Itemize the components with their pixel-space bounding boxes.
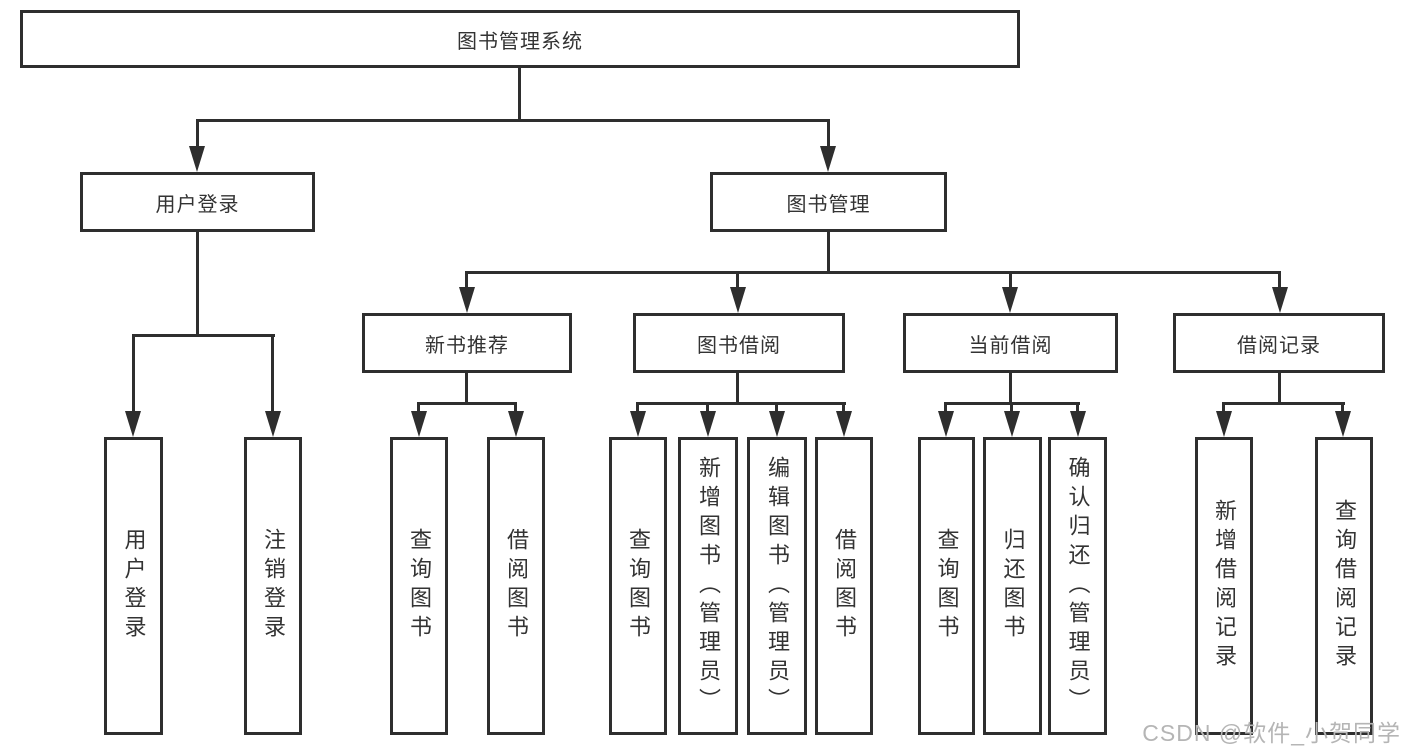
connector-bus-new-book [417,402,517,405]
connector-stem-new-book [465,373,468,403]
leaf-return-books: 归还图书 [983,437,1042,735]
leaf-logout: 注销登录 [244,437,302,735]
connector-drop-leaf [271,334,274,412]
arrowhead-icon [459,287,475,313]
arrowhead-icon [265,411,281,437]
arrowhead-icon [836,411,852,437]
connector-drop-leaf [775,402,778,412]
connector-drop-leaf [1010,402,1013,412]
connector-user-login-stem [196,232,199,335]
arrowhead-icon [125,411,141,437]
connector-level3-bus [465,271,1281,274]
leaf-user-login: 用户登录 [104,437,163,735]
connector-bus-borrow-records [1222,402,1345,405]
arrowhead-icon [730,287,746,313]
leaf-query-borrow-record: 查询借阅记录 [1315,437,1373,735]
arrowhead-icon [1272,287,1288,313]
arrowhead-icon [1004,411,1020,437]
connector-book-mgmt-stem [827,232,830,273]
arrowhead-icon [1002,287,1018,313]
connector-drop-leaf [706,402,709,412]
connector-drop-book-mgmt [827,119,830,147]
connector-stem-book-borrow [736,373,739,403]
connector-bus-book-borrow [636,402,846,405]
leaf-query-books-recommend: 查询图书 [390,437,448,735]
arrowhead-icon [820,146,836,172]
leaf-borrow-books-recommend: 借阅图书 [487,437,545,735]
connector-drop-leaf [636,402,639,412]
connector-stem-borrow-records [1278,373,1281,403]
leaf-borrow-books: 借阅图书 [815,437,873,735]
arrowhead-icon [700,411,716,437]
leaf-add-books-admin: 新增图书（管理员） [678,437,738,735]
arrowhead-icon [769,411,785,437]
node-borrowing-records: 借阅记录 [1173,313,1385,373]
node-new-book-recommend: 新书推荐 [362,313,572,373]
connector-drop-leaf [1222,402,1225,412]
connector-drop-level3 [1009,271,1012,288]
connector-drop-level3 [736,271,739,288]
connector-drop-user-login [196,119,199,147]
connector-drop-level3 [465,271,468,288]
connector-drop-leaf [944,402,947,412]
connector-drop-leaf [842,402,845,412]
connector-drop-leaf [132,334,135,412]
arrowhead-icon [1335,411,1351,437]
node-root-library-system: 图书管理系统 [20,10,1020,68]
leaf-edit-books-admin: 编辑图书（管理员） [747,437,807,735]
leaf-confirm-return-admin: 确认归还（管理员） [1048,437,1107,735]
node-user-login-branch: 用户登录 [80,172,315,232]
arrowhead-icon [630,411,646,437]
node-current-borrowing: 当前借阅 [903,313,1118,373]
connector-stem-current-borrow [1009,373,1012,403]
connector-drop-leaf [1076,402,1079,412]
arrowhead-icon [1216,411,1232,437]
arrowhead-icon [189,146,205,172]
connector-drop-leaf [1341,402,1344,412]
node-book-borrowing: 图书借阅 [633,313,845,373]
arrowhead-icon [1070,411,1086,437]
csdn-watermark: CSDN @软件_小贺同学 [1142,720,1401,746]
connector-user-login-bus [132,334,275,337]
arrowhead-icon [508,411,524,437]
connector-root-stem [518,68,521,120]
leaf-add-borrow-record: 新增借阅记录 [1195,437,1253,735]
connector-level2-bus [196,119,830,122]
leaf-query-books-borrowing: 查询图书 [609,437,667,735]
arrowhead-icon [938,411,954,437]
connector-drop-level3 [1278,271,1281,288]
node-book-management-branch: 图书管理 [710,172,947,232]
connector-drop-leaf [417,402,420,412]
leaf-query-books-current: 查询图书 [918,437,975,735]
connector-drop-leaf [514,402,517,412]
arrowhead-icon [411,411,427,437]
